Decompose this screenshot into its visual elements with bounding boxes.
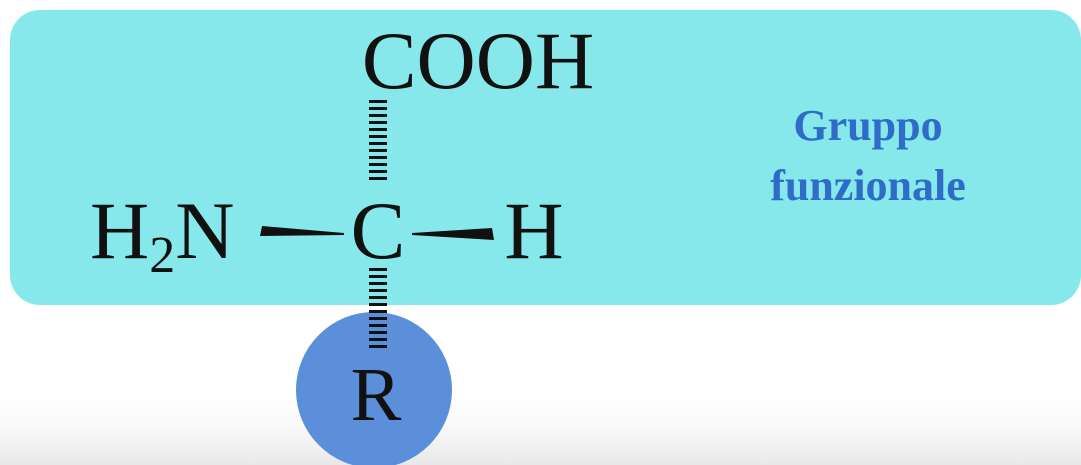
hash-mark: [369, 331, 387, 334]
hash-mark: [369, 135, 387, 138]
hash-mark: [369, 282, 387, 285]
hash-mark: [369, 317, 387, 320]
hash-mark: [369, 121, 387, 124]
hash-mark: [369, 345, 387, 348]
hash-mark: [369, 268, 387, 271]
hash-mark: [369, 310, 387, 313]
hash-mark: [369, 128, 387, 131]
functional-group-title-line2: funzionale: [770, 161, 966, 210]
hash-mark: [369, 303, 387, 306]
hash-mark: [369, 114, 387, 117]
hash-mark: [369, 296, 387, 299]
hash-mark: [369, 170, 387, 173]
side-chain-label: R: [351, 353, 402, 437]
hash-mark: [369, 275, 387, 278]
hash-mark: [369, 338, 387, 341]
hashed-bond-to-side-chain: [369, 268, 387, 348]
hash-mark: [369, 156, 387, 159]
wedge-bond-hydrogen: [412, 228, 494, 240]
hydrogen-label: H: [504, 185, 563, 276]
hash-mark: [369, 163, 387, 166]
hash-mark: [369, 289, 387, 292]
alpha-carbon-label: C: [351, 185, 406, 276]
wedge-bond-amino: [260, 226, 344, 236]
functional-group-title-line1: Gruppo: [793, 101, 942, 150]
hashed-bond-to-carboxyl: [369, 100, 387, 180]
hash-mark: [369, 324, 387, 327]
hash-mark: [369, 107, 387, 110]
hash-mark: [369, 142, 387, 145]
hash-mark: [369, 100, 387, 103]
bottom-fade: [0, 380, 1081, 465]
hash-mark: [369, 149, 387, 152]
side-chain-circle: [296, 312, 452, 465]
carboxyl-group-label: COOH: [362, 15, 594, 106]
hash-mark: [369, 177, 387, 180]
amino-group-label: H2N: [90, 185, 234, 284]
